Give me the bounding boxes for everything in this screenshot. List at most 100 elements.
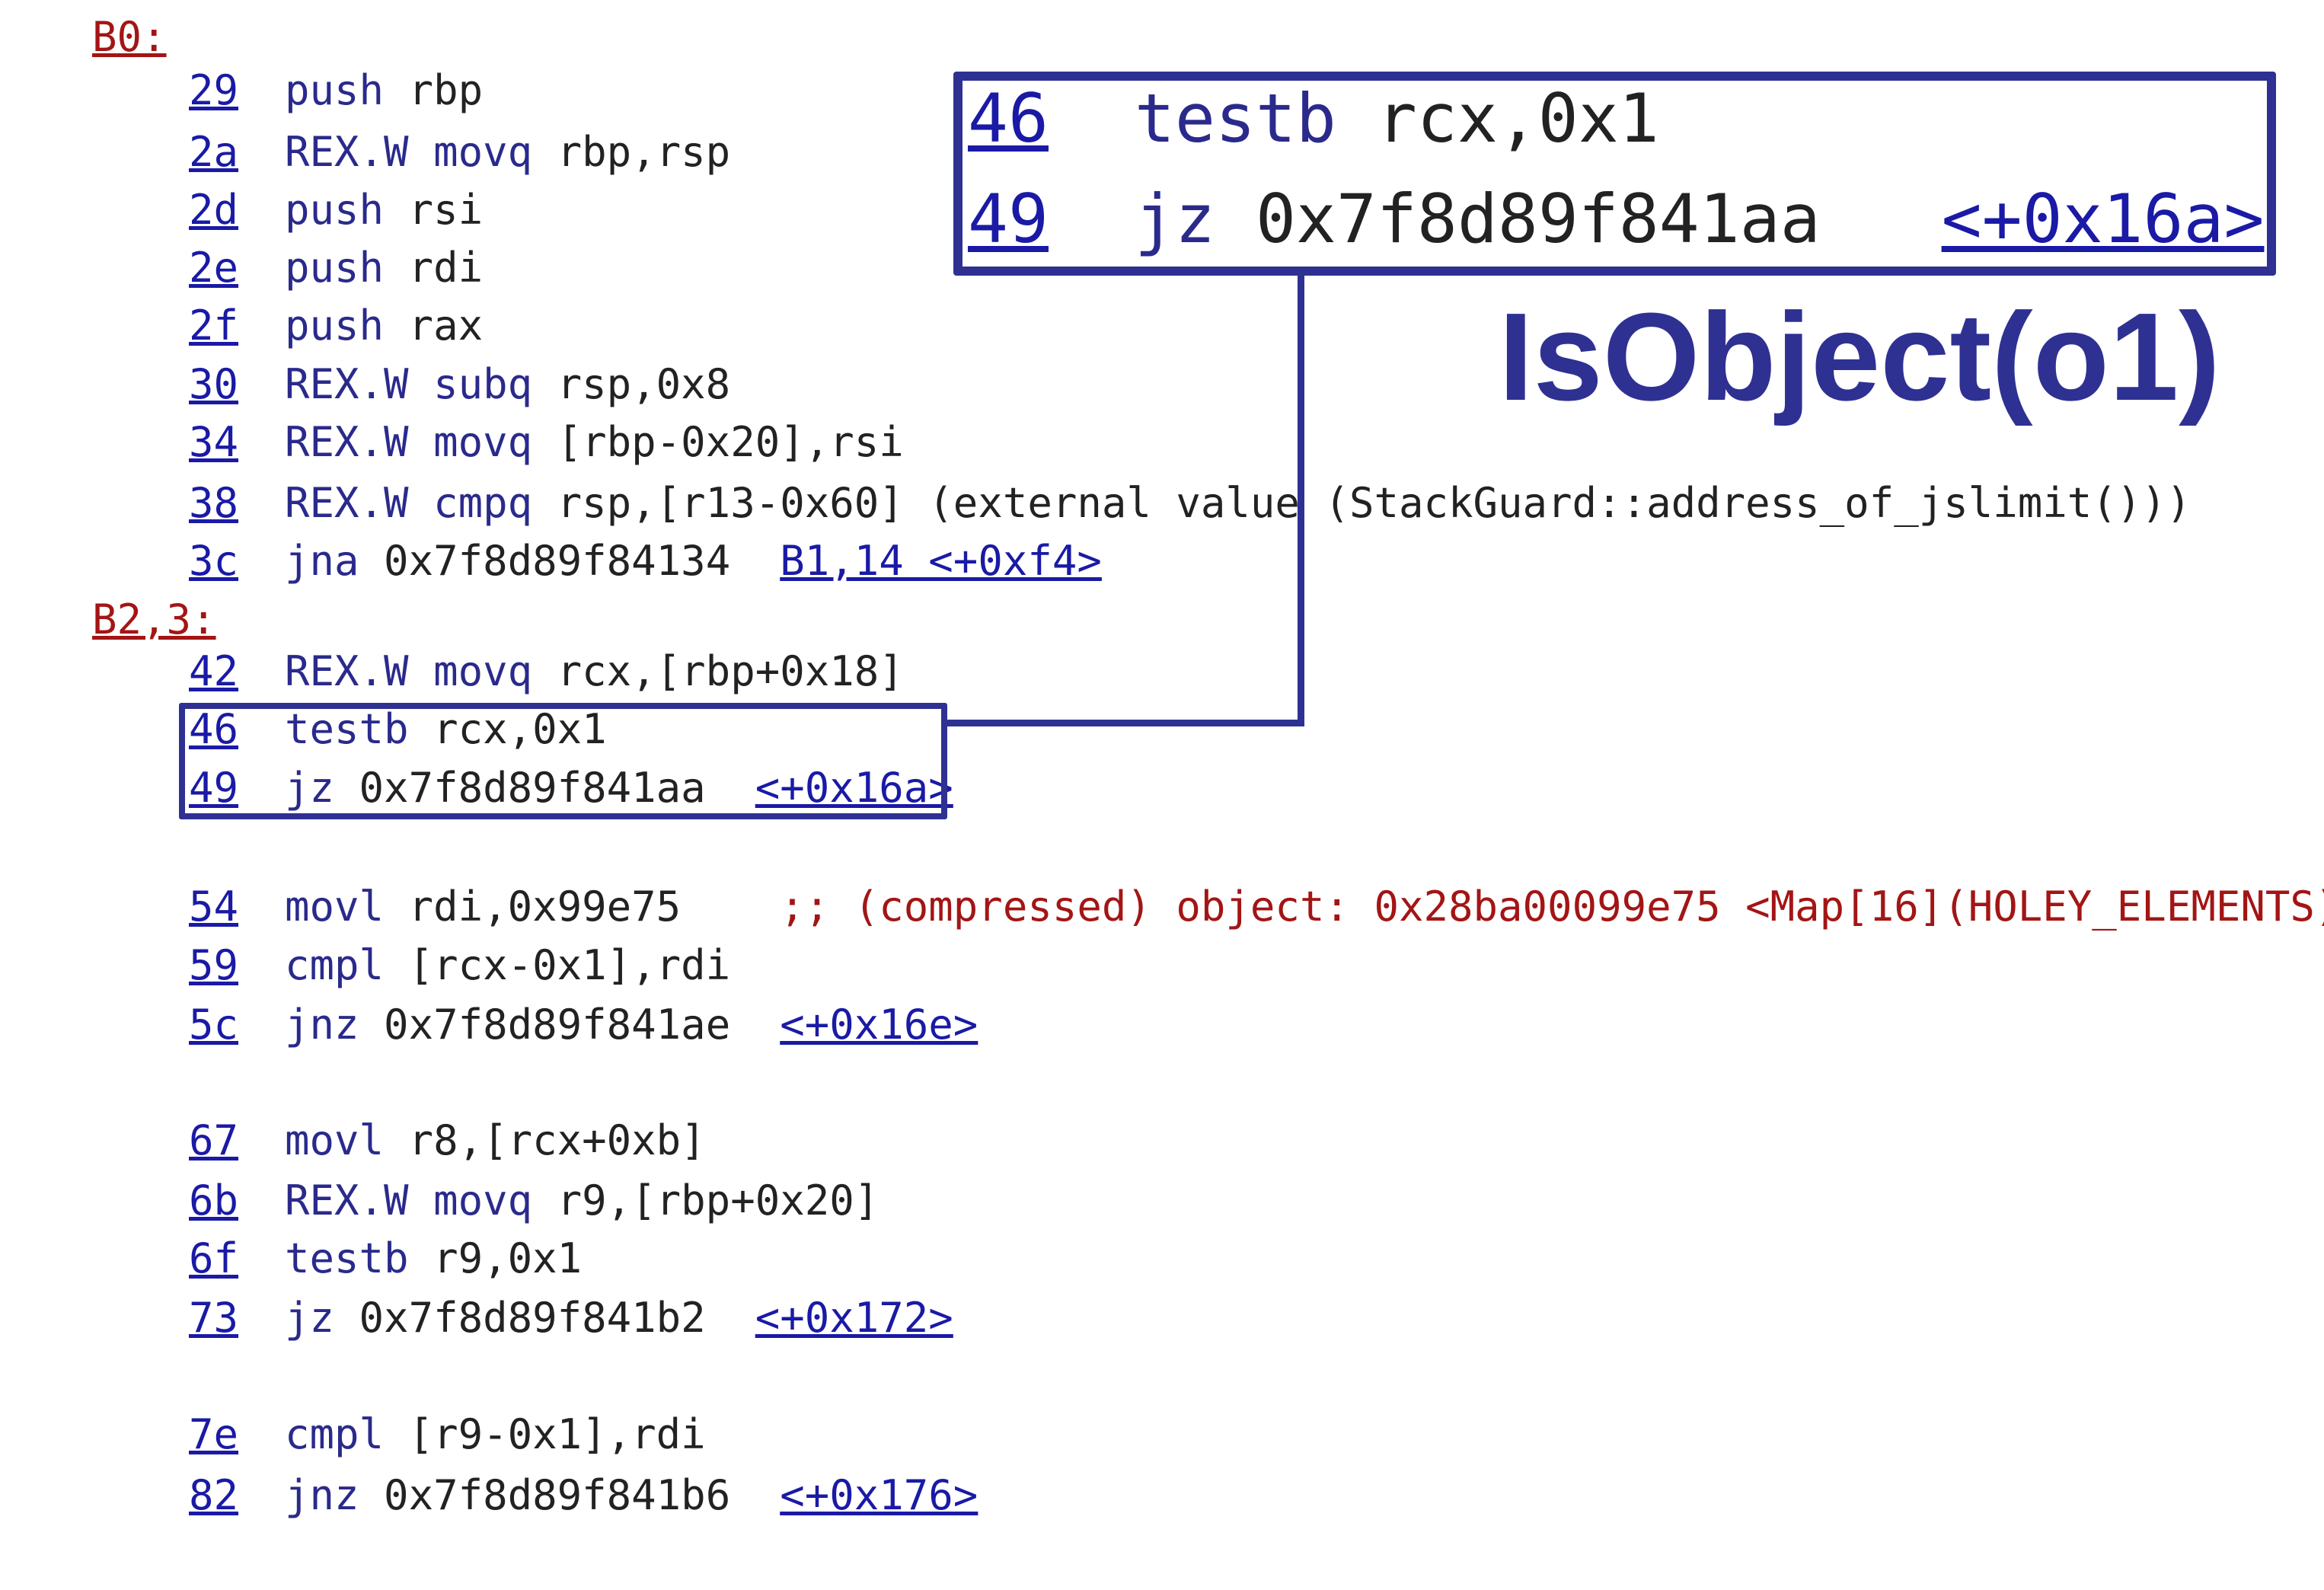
mnemonic: testb [1135,79,1336,158]
callout-instruction: testb rcx,0x1 [1135,77,1659,161]
instruction-row: jnz 0x7f8d89f841ae <+0x16e> [285,996,978,1054]
operands: 0x7f8d89f841b2 [334,1294,755,1342]
operands: rbp,rsp [532,128,731,176]
operands: rdi,0x99e75 [384,883,781,931]
instruction-row: REX.W movq rcx,[rbp+0x18] [285,643,904,701]
mnemonic: REX.W movq [285,128,533,176]
instruction-offset-link[interactable]: 59 [189,941,239,989]
instruction-offset-link[interactable]: 38 [189,479,239,527]
operands: r8,[rcx+0xb] [384,1116,706,1164]
jump-target-link[interactable]: <+0x176> [780,1471,978,1519]
mnemonic: REX.W cmpq [285,479,533,527]
operands: rsp,[r13-0x60] (external value (StackGua… [532,479,2192,527]
jump-target-link[interactable]: <+0x16e> [780,1001,978,1049]
instruction-row: movl rdi,0x99e75 ;; (compressed) object:… [285,878,2324,936]
jump-target-link[interactable]: <+0x16a> [755,764,953,812]
instruction-row: jz 0x7f8d89f841aa <+0x16a> [285,759,953,817]
mnemonic: cmpl [285,941,385,989]
operands: [r9-0x1],rdi [384,1410,706,1458]
operands: rcx,[rbp+0x18] [532,647,904,695]
mnemonic: jna [285,537,359,585]
operands: 0x7f8d89f841aa [334,764,755,812]
instruction-offset-link[interactable]: 67 [189,1116,239,1164]
instruction-offset-link[interactable]: 5c [189,1001,239,1049]
mnemonic: cmpl [285,1410,385,1458]
instruction-row: REX.W cmpq rsp,[r13-0x60] (external valu… [285,474,2191,532]
instruction-offset-link[interactable]: 82 [189,1471,239,1519]
instruction-offset-link[interactable]: 49 [189,764,239,812]
operands: rsi [384,186,484,234]
operands: rsp,0x8 [532,360,731,408]
jump-target-link[interactable]: B1,14 <+0xf4> [780,537,1102,585]
mnemonic: push [285,302,385,350]
mnemonic: jz [1135,180,1215,258]
mnemonic: jz [285,764,335,812]
instruction-row: cmpl [r9-0x1],rdi [285,1406,706,1464]
operands: rdi [384,244,484,292]
callout-title: IsObject(o1) [1499,287,2220,426]
instruction-offset-link[interactable]: 46 [189,705,239,753]
instruction-offset-link[interactable]: 2f [189,302,239,350]
connector-line [947,720,1304,726]
operands: rcx,0x1 [1336,79,1659,158]
instruction-offset-link[interactable]: 3c [189,537,239,585]
instruction-offset-link[interactable]: 54 [189,883,239,931]
mnemonic: jnz [285,1471,359,1519]
instruction-offset-link[interactable]: 7e [189,1410,239,1458]
instruction-row: push rsi [285,181,483,239]
mnemonic: push [285,244,385,292]
comment: ;; (compressed) object: 0x28ba00099e75 <… [780,883,2324,931]
instruction-offset-link[interactable]: 2e [189,244,239,292]
instruction-row: jnz 0x7f8d89f841b6 <+0x176> [285,1467,978,1525]
instruction-offset-link[interactable]: 29 [189,66,239,114]
mnemonic: testb [285,1234,409,1282]
mnemonic: movl [285,883,385,931]
connector-line [1298,271,1304,726]
callout-addr[interactable]: 46 [968,79,1049,158]
instruction-row: testb r9,0x1 [285,1230,582,1288]
mnemonic: REX.W movq [285,647,533,695]
operands: rcx,0x1 [408,705,607,753]
mnemonic: push [285,66,385,114]
operands: 0x7f8d89f84134 [359,537,781,585]
instruction-row: REX.W movq [rbp-0x20],rsi [285,413,904,471]
operands: 0x7f8d89f841aa [1215,180,1942,258]
mnemonic: jz [285,1294,335,1342]
instruction-offset-link[interactable]: 30 [189,360,239,408]
instruction-offset-link[interactable]: 2d [189,186,239,234]
operands: rbp [384,66,484,114]
jump-target-link[interactable]: <+0x16a> [1941,180,2265,258]
instruction-offset-link[interactable]: 42 [189,647,239,695]
operands: r9,0x1 [408,1234,583,1282]
instruction-offset-link[interactable]: 6b [189,1177,239,1224]
instruction-offset-link[interactable]: 34 [189,418,239,466]
block-label-b2-3[interactable]: B2,3: [92,595,216,643]
instruction-row: cmpl [rcx-0x1],rdi [285,937,730,995]
operands: rax [384,302,484,350]
instruction-offset-link[interactable]: 6f [189,1234,239,1282]
mnemonic: movl [285,1116,385,1164]
instruction-row: REX.W movq rbp,rsp [285,123,730,181]
operands: 0x7f8d89f841b6 [359,1471,781,1519]
mnemonic: REX.W subq [285,360,533,408]
instruction-row: REX.W subq rsp,0x8 [285,356,730,413]
operands: [rbp-0x20],rsi [532,418,904,466]
instruction-row: testb rcx,0x1 [285,701,607,758]
mnemonic: push [285,186,385,234]
block-label-b0[interactable]: B0: [92,13,167,61]
mnemonic: testb [285,705,409,753]
instruction-row: movl r8,[rcx+0xb] [285,1112,706,1170]
instruction-row: jz 0x7f8d89f841b2 <+0x172> [285,1289,953,1347]
instruction-row: push rdi [285,239,483,297]
mnemonic: REX.W movq [285,1177,533,1224]
callout-addr[interactable]: 49 [968,180,1049,258]
instruction-offset-link[interactable]: 73 [189,1294,239,1342]
jump-target-link[interactable]: <+0x172> [755,1294,953,1342]
instruction-row: push rax [285,297,483,355]
callout-zoom-box [953,72,2276,276]
highlight-box-small [179,703,947,819]
instruction-row: REX.W movq r9,[rbp+0x20] [285,1172,879,1230]
operands: r9,[rbp+0x20] [532,1177,879,1224]
mnemonic: jnz [285,1001,359,1049]
instruction-offset-link[interactable]: 2a [189,128,239,176]
